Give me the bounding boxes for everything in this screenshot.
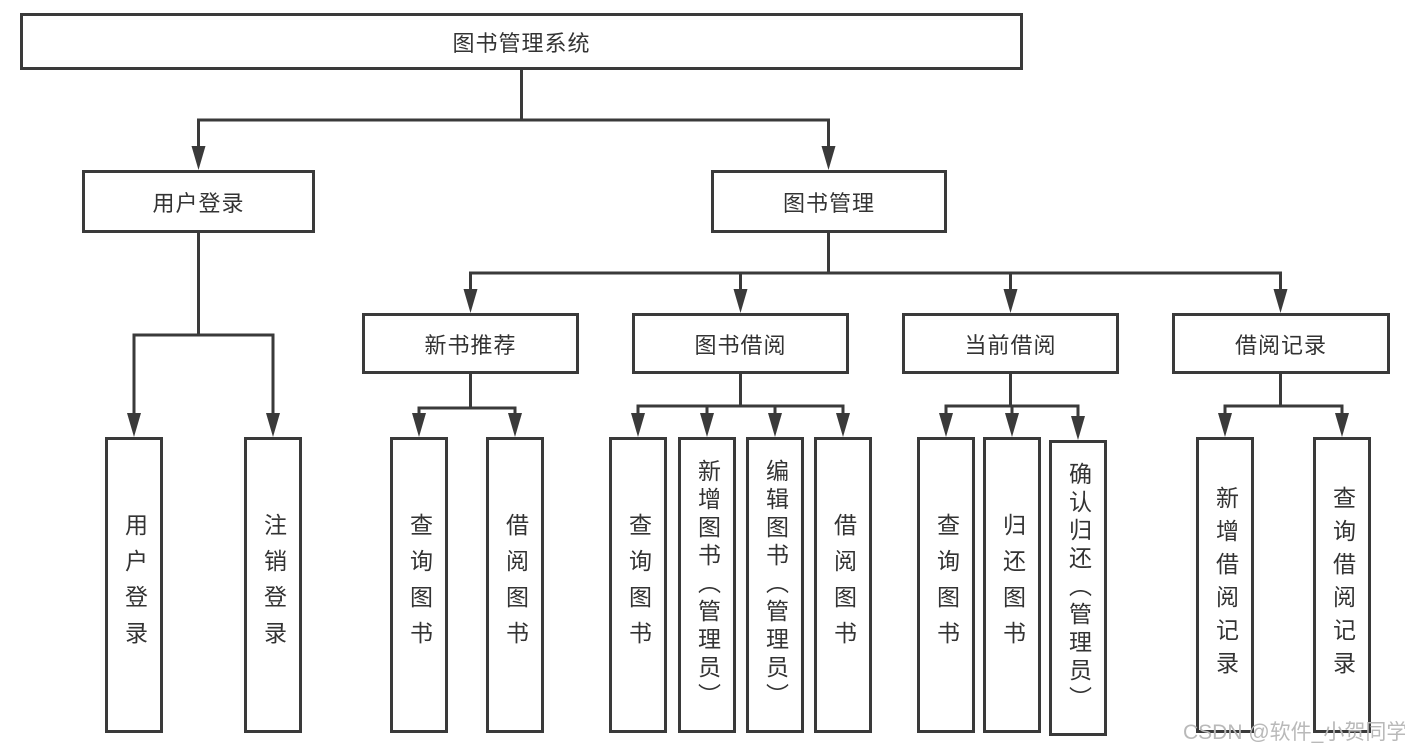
node-user-login: 用户登录	[82, 170, 315, 233]
leaf-edit-books-admin: 编辑图书（管理员）	[746, 437, 804, 733]
leaf-confirm-return-admin: 确认归还（管理员）	[1049, 440, 1107, 736]
leaf-borrow-books-2: 借阅图书	[814, 437, 872, 733]
node-book-management: 图书管理	[711, 170, 947, 233]
node-borrowing-records: 借阅记录	[1172, 313, 1390, 374]
leaf-borrow-books-1: 借阅图书	[486, 437, 544, 733]
leaf-user-login: 用户登录	[105, 437, 163, 733]
leaf-query-books-3: 查询图书	[917, 437, 975, 733]
watermark: CSDN @软件_小贺同学	[1183, 721, 1405, 744]
leaf-query-books-1: 查询图书	[390, 437, 448, 733]
node-root: 图书管理系统	[20, 13, 1023, 70]
leaf-add-borrow-record: 新增借阅记录	[1196, 437, 1254, 733]
leaf-query-books-2: 查询图书	[609, 437, 667, 733]
leaf-return-books: 归还图书	[983, 437, 1041, 733]
node-current-borrowing: 当前借阅	[902, 313, 1119, 374]
leaf-add-books-admin: 新增图书（管理员）	[678, 437, 736, 733]
node-book-borrowing: 图书借阅	[632, 313, 849, 374]
leaf-query-borrow-record: 查询借阅记录	[1313, 437, 1371, 733]
leaf-logout: 注销登录	[244, 437, 302, 733]
arrowhead-icons	[127, 146, 1349, 440]
node-new-book-recommend: 新书推荐	[362, 313, 579, 374]
